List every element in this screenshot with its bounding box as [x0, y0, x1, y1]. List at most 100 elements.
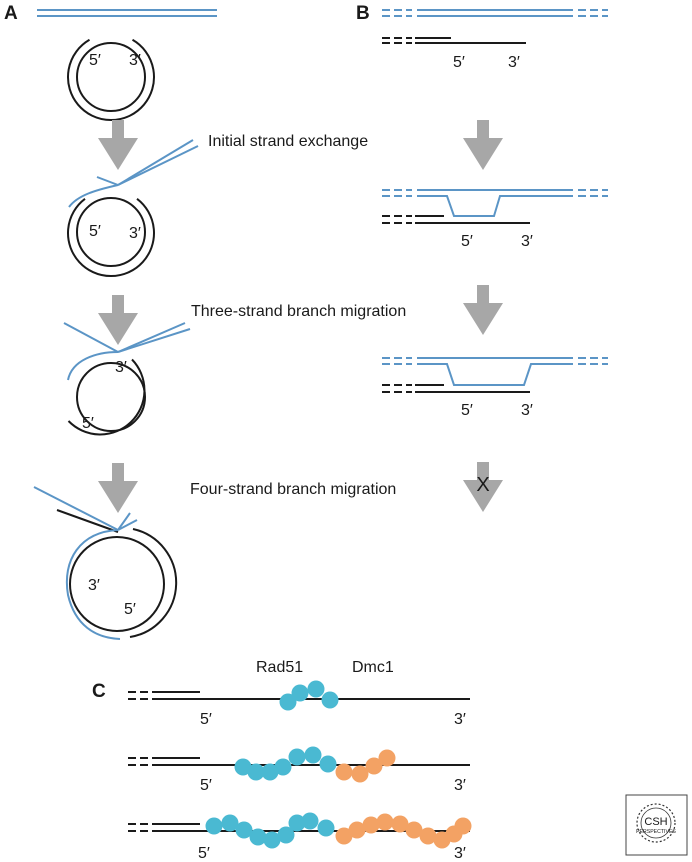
- donor-strand: [33, 486, 119, 531]
- ssdna-dashed-end: [128, 757, 160, 766]
- donor-strand: [117, 145, 199, 186]
- donor-duplex-dashed-end: [578, 357, 608, 365]
- donor-strand: [117, 512, 131, 531]
- panel-b-stage-2: 5′ 3′: [382, 189, 608, 250]
- dmc1-protomer: [365, 757, 383, 775]
- circular-ssdna: [76, 42, 146, 112]
- rad51-protomer: [288, 748, 306, 766]
- down-arrow: [98, 120, 138, 170]
- dmc1-protomer: [362, 816, 380, 834]
- row-2-filament: [234, 746, 396, 783]
- dmc1-protomer: [351, 765, 369, 783]
- five-prime-label: 5′: [461, 233, 473, 250]
- donor-duplex-dashed-end: [578, 9, 608, 17]
- panel-c: Rad51 Dmc1 5′ 3′ 5′ 3′ 5′ 3′: [128, 659, 472, 862]
- panel-label-b: B: [356, 3, 370, 24]
- panel-label-a: A: [4, 3, 18, 24]
- five-prime-label: 5′: [461, 402, 473, 419]
- donor-strand: [117, 139, 194, 186]
- donor-duplex-dashed-end: [382, 357, 412, 365]
- three-prime-label: 3′: [454, 711, 466, 728]
- three-prime-label: 3′: [521, 402, 533, 419]
- rad51-protomer: [261, 763, 279, 781]
- rad51-protomer: [274, 758, 292, 776]
- donor-strand: [117, 328, 191, 353]
- donor-strand: [117, 519, 138, 531]
- rad51-protomer: [277, 826, 295, 844]
- dmc1-protomer: [405, 821, 423, 839]
- panel-label-c: C: [92, 681, 106, 702]
- donor-displaced-strand: [417, 363, 573, 386]
- ssdna-dashed-end: [128, 691, 160, 700]
- substrate-dashed-end: [382, 384, 412, 393]
- dmc1-label: Dmc1: [352, 659, 394, 676]
- circular-ssdna: [76, 197, 146, 267]
- panel-b-stage-3: 5′ 3′: [382, 357, 608, 419]
- substrate-dashed-end: [382, 37, 412, 44]
- three-prime-label: 3′: [115, 359, 127, 376]
- rad51-protomer: [291, 684, 309, 702]
- three-prime-label: 3′: [129, 225, 141, 242]
- down-arrow: [98, 463, 138, 513]
- down-arrow: [463, 285, 503, 335]
- rad51-label: Rad51: [256, 659, 303, 676]
- dmc1-protomer: [348, 821, 366, 839]
- complementary-strand: [129, 528, 178, 638]
- three-prime-label: 3′: [508, 54, 520, 71]
- ssdna-dashed-end: [128, 823, 160, 832]
- invading-strand: [67, 351, 119, 381]
- dmc1-protomer: [335, 827, 353, 845]
- five-prime-label: 5′: [453, 54, 465, 71]
- panel-c-row-1: 5′ 3′: [128, 680, 470, 728]
- five-prime-label: 5′: [89, 223, 101, 240]
- dmc1-protomer: [391, 815, 409, 833]
- down-arrow: [98, 295, 138, 345]
- three-prime-label: 3′: [454, 845, 466, 862]
- five-prime-label: 5′: [200, 777, 212, 794]
- substrate-dashed-end: [382, 215, 412, 224]
- rad51-protomer: [317, 819, 335, 837]
- dmc1-protomer: [376, 813, 394, 831]
- step-label-three-strand: Three-strand branch migration: [191, 303, 406, 320]
- rad51-protomer: [301, 812, 319, 830]
- rad51-protomer: [319, 755, 337, 773]
- circular-ssdna: [69, 536, 165, 632]
- three-prime-label: 3′: [521, 233, 533, 250]
- csh-perspectives-logo: CSH PERSPECTIVES: [625, 794, 688, 856]
- rad51-protomer: [321, 691, 339, 709]
- invading-strand: [65, 529, 121, 640]
- five-prime-label: 5′: [82, 415, 94, 432]
- logo-text: CSH: [644, 816, 667, 828]
- rad51-protomer: [304, 746, 322, 764]
- rad51-protomer: [263, 831, 281, 849]
- three-prime-label: 3′: [88, 577, 100, 594]
- panel-b-stage-1: 5′ 3′: [382, 9, 608, 71]
- rad51-protomer: [288, 814, 306, 832]
- panel-a: 5′ 3′ 5′ 3′ Initial strand exchange 3′: [33, 9, 406, 640]
- circular-ssdna: [76, 362, 146, 432]
- invading-strand: [68, 184, 119, 208]
- blocked-mark: X: [476, 474, 489, 496]
- rad51-protomer: [247, 763, 265, 781]
- panel-a-stage-4: 3′ 5′: [33, 486, 178, 640]
- complementary-strand: [67, 358, 146, 436]
- five-prime-label: 5′: [89, 52, 101, 69]
- rad51-protomer: [307, 680, 325, 698]
- complementary-strand: [67, 38, 155, 122]
- row-3-filament: [205, 812, 472, 849]
- panel-a-stage-3: 3′ 5′: [63, 322, 191, 436]
- displaced-strand: [56, 509, 119, 533]
- down-arrow: [463, 120, 503, 170]
- logo-subtext: PERSPECTIVES: [636, 829, 676, 835]
- panel-b: 5′ 3′ 5′ 3′ 5′ 3′: [382, 9, 608, 512]
- donor-strand: [63, 322, 119, 353]
- five-prime-label: 5′: [124, 601, 136, 618]
- three-prime-label: 3′: [454, 777, 466, 794]
- five-prime-label: 5′: [200, 711, 212, 728]
- dmc1-protomer: [378, 749, 396, 767]
- donor-displaced-strand: [417, 195, 573, 217]
- complementary-strand: [67, 198, 155, 278]
- donor-strand: [117, 322, 186, 353]
